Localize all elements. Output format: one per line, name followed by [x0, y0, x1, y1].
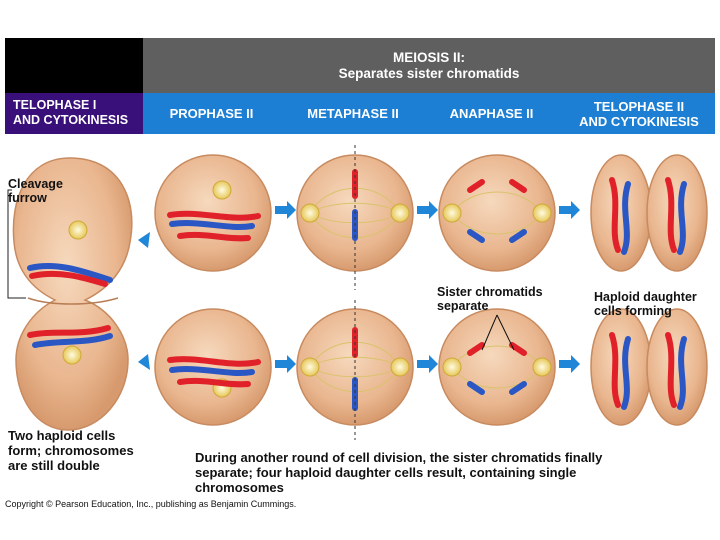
arrow-icon	[275, 355, 296, 373]
sister-chromatids-pointer	[481, 314, 515, 351]
label-two-haploid-line1: Two haploid cells	[8, 428, 116, 443]
phase-telophase-1-line2: AND CYTOKINESIS	[13, 113, 129, 127]
telophase-2-cells-bottom	[590, 308, 708, 426]
phase-anaphase-2: ANAPHASE II	[449, 106, 534, 121]
phase-telophase-1-line1: TELOPHASE I	[13, 98, 97, 112]
label-cleavage-furrow: Cleavage furrow	[8, 177, 63, 205]
anaphase-2-cell-bottom	[438, 308, 556, 426]
label-sister-chromatids: Sister chromatids separate	[437, 285, 543, 313]
telophase-1-cell	[12, 157, 133, 431]
label-two-haploid-line3: are still double	[8, 458, 100, 473]
caption-line1: During another round of cell division, t…	[195, 450, 603, 465]
caption-line3: chromosomes	[195, 480, 284, 495]
label-two-haploid-cells: Two haploid cells form; chromosomes are …	[8, 428, 134, 473]
label-cleavage-line2: furrow	[8, 191, 47, 205]
copyright: Copyright © Pearson Education, Inc., pub…	[5, 499, 297, 509]
phase-bar-meiosis-2: PROPHASE II METAPHASE II ANAPHASE II TEL…	[143, 93, 715, 134]
cleavage-pointer	[7, 189, 26, 299]
arrow-icon	[559, 201, 580, 219]
label-sister-line1: Sister chromatids	[437, 285, 543, 299]
phase-prophase-2: PROPHASE II	[169, 106, 254, 121]
telophase-2-cells-top	[590, 154, 708, 272]
phase-telophase-2: TELOPHASE II AND CYTOKINESIS	[563, 93, 715, 134]
prophase-2-cell-bottom	[154, 308, 272, 426]
arrow-icon	[417, 355, 438, 373]
label-two-haploid-line2: form; chromosomes	[8, 443, 134, 458]
prophase-2-cell-top	[154, 154, 272, 272]
label-cleavage-line1: Cleavage	[8, 177, 63, 191]
label-sister-line2: separate	[437, 299, 489, 313]
caption-line2: separate; four haploid daughter cells re…	[195, 465, 577, 480]
header-title: MEIOSIS II:	[392, 50, 465, 65]
header-title-block: MEIOSIS II: Separates sister chromatids	[143, 38, 715, 93]
arrow-icon	[138, 354, 150, 370]
arrow-icon	[138, 232, 150, 248]
phase-telophase-1: TELOPHASE I AND CYTOKINESIS	[5, 93, 143, 134]
arrow-icons	[138, 201, 580, 373]
phase-telophase-2-line1: TELOPHASE II	[593, 98, 685, 114]
header-left-block	[5, 38, 143, 93]
arrow-icon	[559, 355, 580, 373]
arrow-icon	[417, 201, 438, 219]
label-haploid-daughter: Haploid daughter cells forming	[594, 290, 697, 318]
label-haploid-line1: Haploid daughter	[594, 290, 697, 304]
phase-metaphase-2: METAPHASE II	[307, 106, 399, 121]
caption: During another round of cell division, t…	[195, 450, 602, 495]
anaphase-2-cell-top	[438, 154, 556, 272]
arrow-icon	[275, 201, 296, 219]
phase-telophase-2-line2: AND CYTOKINESIS	[579, 113, 699, 129]
label-haploid-line2: cells forming	[594, 304, 672, 318]
header-subtitle: Separates sister chromatids	[338, 66, 520, 81]
